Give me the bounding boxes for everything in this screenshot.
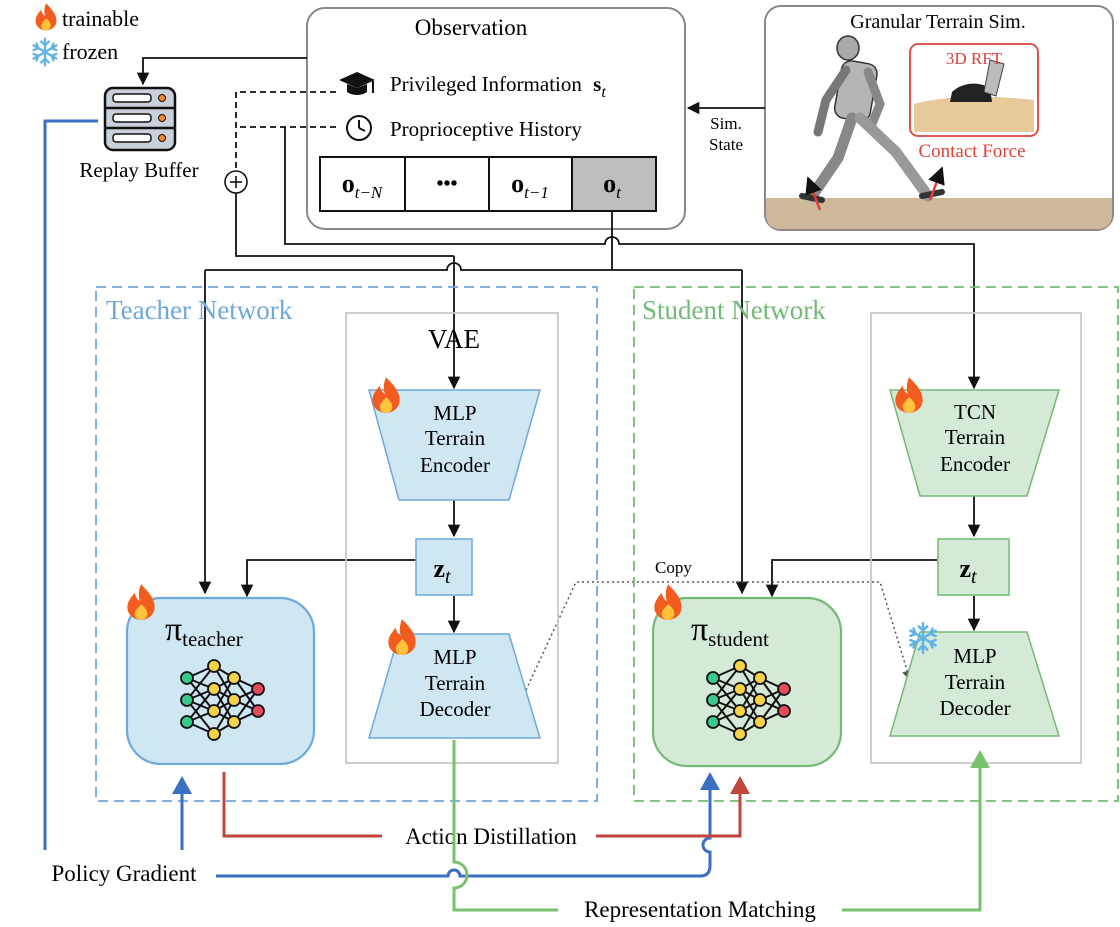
teacher-latent-label: zt — [433, 554, 451, 588]
dashed-input-lines — [235, 91, 336, 170]
student-decoder-label: Decoder — [939, 696, 1010, 720]
student-policy-label: πstudent — [691, 611, 769, 651]
snowflake-icon — [32, 37, 58, 67]
database-icon — [103, 86, 177, 152]
legend-trainable: trainable — [62, 6, 139, 31]
student-decoder — [889, 631, 1061, 737]
privileged-info-label: Privileged Information st — [390, 72, 606, 101]
student-encoder-label: Terrain — [945, 425, 1006, 449]
teacher-encoder — [368, 389, 541, 501]
teacher-network: Teacher Network VAE MLP Terrain Encoder … — [95, 286, 598, 802]
action-distillation-label: Action Distillation — [405, 824, 577, 849]
rft-inset: 3D RFT — [909, 43, 1039, 137]
student-encoder-label: TCN — [954, 400, 996, 424]
policy-gradient-lines — [43, 119, 712, 878]
student-network: Student Network TCN Terrain Encoder zt M… — [633, 286, 1119, 802]
student-encoder — [889, 389, 1061, 497]
proprio-history-label: Proprioceptive History — [390, 117, 582, 141]
history-sequence: ot−N ••• ot−1 ot — [319, 156, 657, 212]
teacher-latent — [415, 538, 473, 596]
policy-gradient-arrowhead — [172, 776, 192, 794]
clock-icon — [346, 115, 372, 141]
action-distillation-lines — [222, 772, 742, 838]
teacher-encoder-label: Terrain — [425, 426, 486, 450]
student-encoder-label: Encoder — [940, 452, 1010, 476]
representation-matching-lines — [452, 740, 982, 912]
representation-matching-arrowhead — [970, 750, 990, 768]
teacher-decoder-label: MLP — [433, 645, 476, 669]
history-label: ot−N — [342, 169, 384, 202]
observation-title: Observation — [415, 15, 528, 40]
sim-state-label: Sim. — [710, 114, 742, 133]
teacher-decoder-label: Terrain — [425, 671, 486, 695]
history-label: ••• — [436, 173, 457, 195]
flame-icon — [654, 584, 682, 620]
student-policy — [651, 596, 843, 768]
teacher-title: Teacher Network — [106, 295, 293, 325]
history-label: ot — [603, 169, 622, 202]
replay-buffer: Replay Buffer — [79, 86, 199, 182]
teacher-decoder-label: Decoder — [419, 697, 490, 721]
history-cell — [488, 156, 573, 212]
sim-state-label: State — [709, 135, 743, 154]
copy-arrow — [525, 581, 913, 691]
replay-buffer-label: Replay Buffer — [79, 158, 198, 182]
obs-to-buffer-arrow — [136, 57, 307, 86]
sim-title: Granular Terrain Sim. — [850, 11, 1025, 33]
policy-gradient-label: Policy Gradient — [52, 861, 198, 886]
student-decoder-label: MLP — [953, 644, 996, 668]
student-decoder-label: Terrain — [945, 670, 1006, 694]
force-arrows — [805, 166, 945, 211]
observation-box: Observation Privileged Information st Pr… — [306, 7, 686, 230]
policy-gradient-arrowhead — [700, 772, 720, 790]
wiring — [198, 127, 981, 634]
vae-box — [345, 312, 559, 764]
teacher-decoder — [368, 633, 542, 739]
graduation-cap-icon — [339, 72, 375, 95]
student-latent-label: zt — [959, 554, 977, 588]
contact-force-label: Contact Force — [918, 141, 1025, 162]
legend: trainable frozen — [32, 3, 139, 67]
history-cell-current — [571, 156, 657, 212]
teacher-policy — [125, 596, 316, 766]
student-latent — [937, 538, 1010, 596]
representation-matching-label: Representation Matching — [584, 897, 816, 922]
flame-icon — [35, 3, 57, 31]
flame-icon — [895, 377, 923, 413]
sim-panel: Granular Terrain Sim. 3D RFT Contact For… — [764, 5, 1114, 231]
vae-label: VAE — [428, 324, 480, 354]
flame-icon — [127, 584, 155, 620]
rft-label: 3D RFT — [946, 49, 1003, 68]
legend-frozen: frozen — [62, 39, 118, 64]
teacher-encoder-label: Encoder — [420, 453, 490, 477]
flame-icon — [388, 619, 416, 655]
copy-label: Copy — [655, 558, 692, 577]
action-distillation-arrowhead — [730, 776, 750, 794]
teacher-encoder-label: MLP — [433, 401, 476, 425]
history-label: ot−1 — [511, 169, 549, 202]
flame-icon — [372, 377, 400, 413]
humanoid-robot-icon — [799, 35, 945, 203]
student-title: Student Network — [642, 295, 826, 325]
teacher-policy-label: πteacher — [165, 611, 243, 651]
